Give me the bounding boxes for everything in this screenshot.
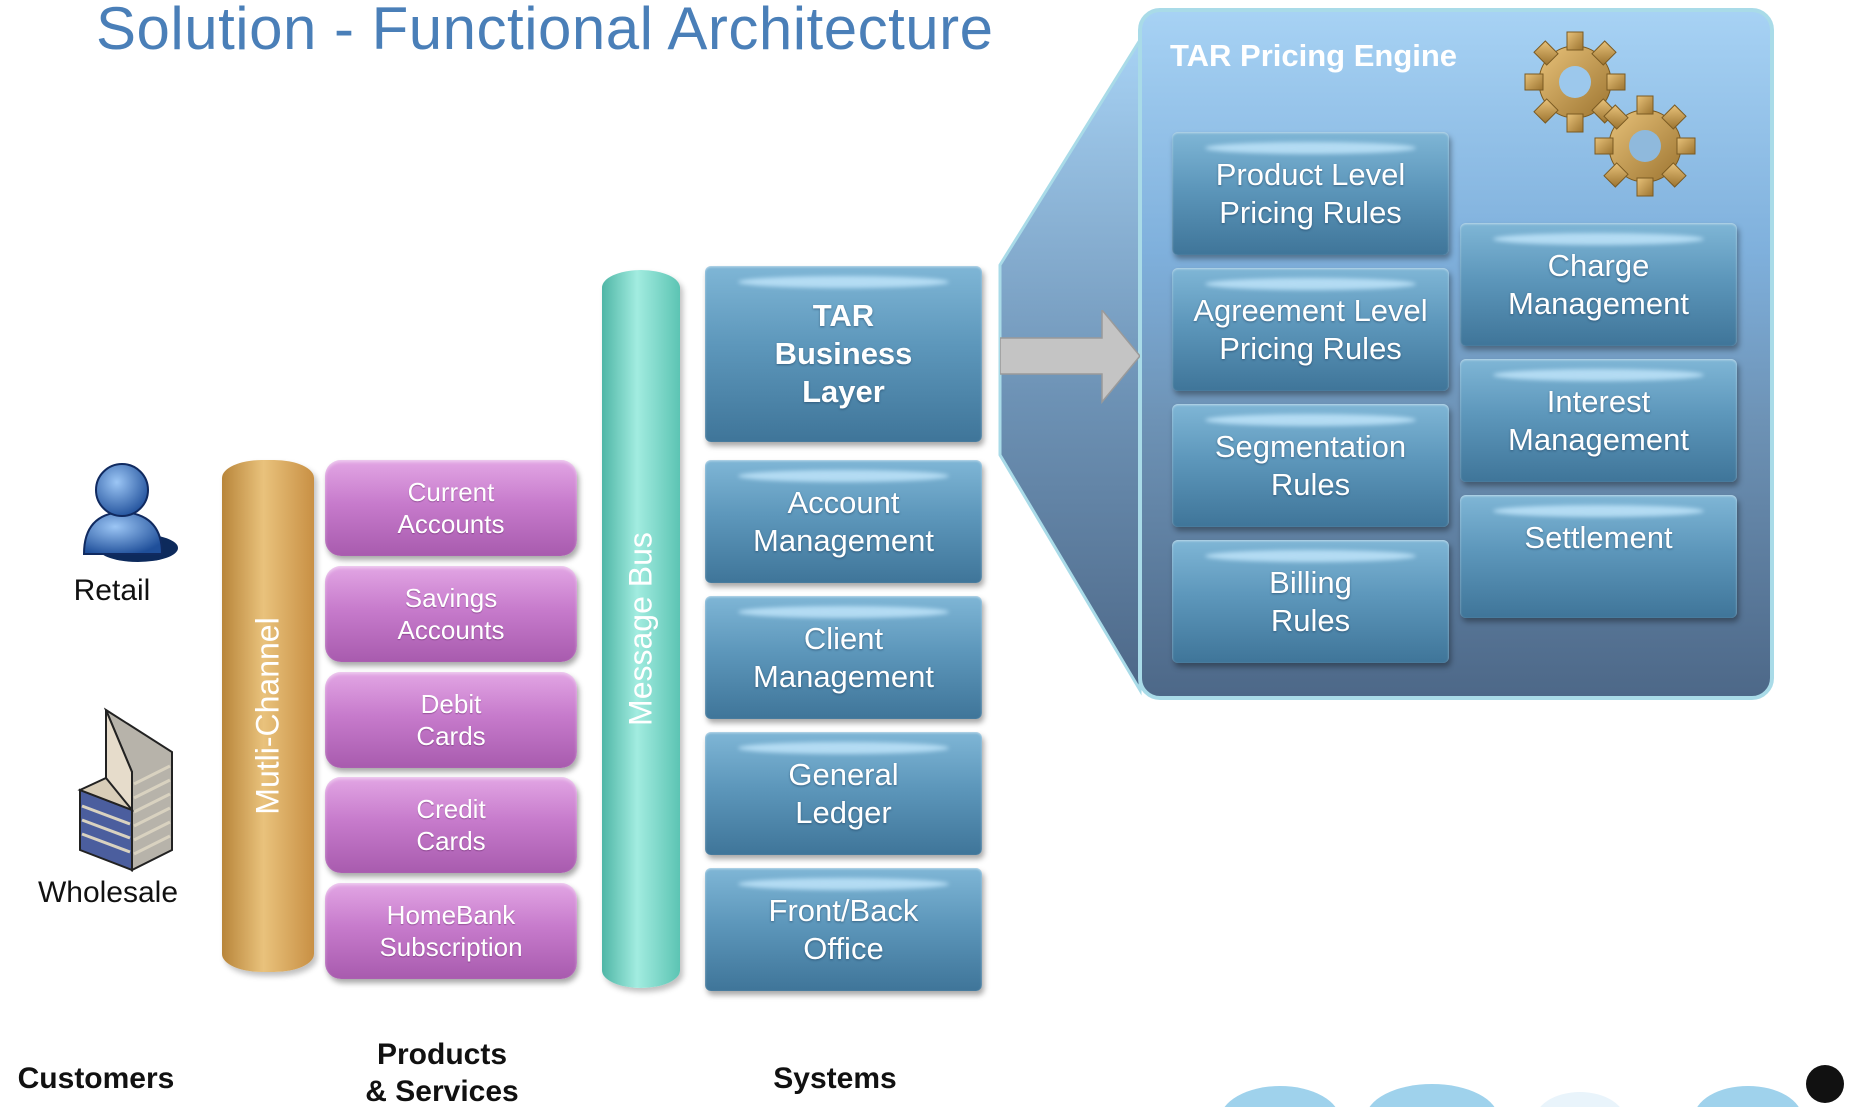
message-bus-pillar: Message Bus [602, 270, 680, 988]
section-label-customers: Customers [17, 1062, 175, 1095]
engine-title: TAR Pricing Engine [1170, 38, 1458, 73]
settlement-box: Settlement [1460, 495, 1737, 618]
wholesale-building-icon [77, 707, 173, 872]
gears-icon [1524, 31, 1696, 197]
multichannel-pillar: Mutli-Channel [222, 460, 314, 972]
section-label-products-services: Products& Services [365, 1038, 519, 1107]
section-label-systems: Systems [773, 1062, 897, 1095]
page-title: Solution - Functional Architecture [96, 0, 994, 62]
decorative-circles [1224, 1065, 1844, 1107]
right-arrow-icon [1000, 310, 1140, 405]
wholesale-label: Wholesale [37, 876, 179, 909]
multichannel-label: Mutli-Channel [249, 617, 286, 815]
message-bus-label: Message Bus [622, 532, 659, 726]
retail-label: Retail [73, 574, 151, 607]
retail-person-icon [82, 463, 178, 562]
